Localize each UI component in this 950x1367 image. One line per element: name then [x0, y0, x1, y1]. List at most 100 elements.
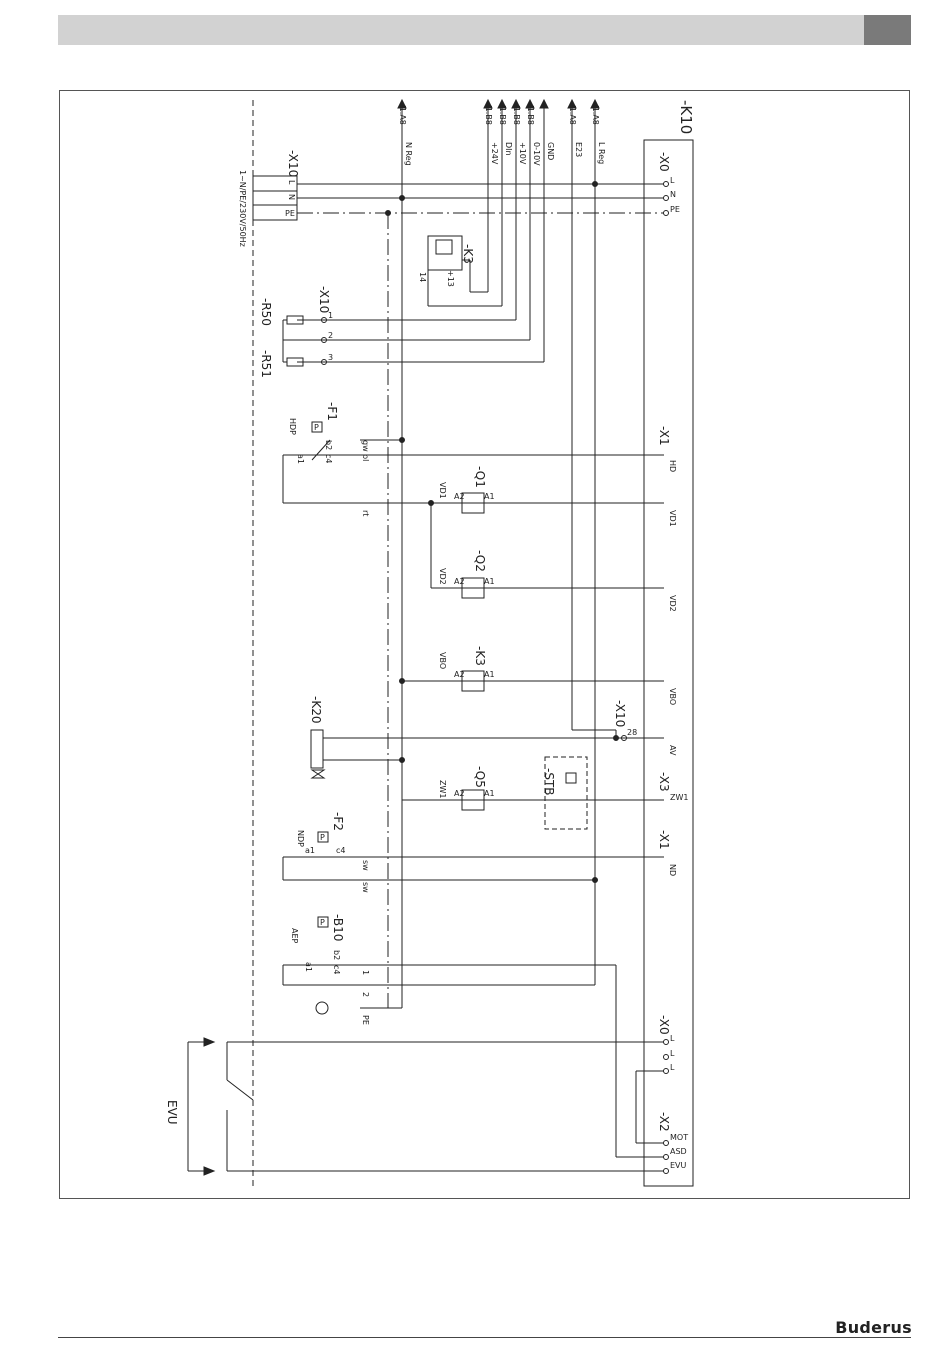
- signal-label: E23: [574, 142, 583, 157]
- footer-rule: [58, 1337, 911, 1338]
- r50-designation: -R50: [259, 298, 273, 326]
- arrow-up-icon: [397, 98, 407, 109]
- terminal-label: ND: [668, 864, 677, 876]
- p-symbol: P: [314, 423, 319, 432]
- arrow-up-icon: [567, 98, 577, 109]
- wire-color-label: sw: [361, 860, 370, 871]
- q5-contactor-coil: [461, 789, 485, 811]
- terminal-label: HD: [668, 460, 677, 472]
- b10-designation: -B10: [331, 914, 345, 941]
- terminal-label: MOT: [670, 1133, 688, 1142]
- b10-pressure-sensor: [317, 916, 329, 928]
- k3-relay-box: [427, 235, 463, 271]
- k10-controller-box: [643, 139, 694, 1187]
- terminal-label: PE: [670, 205, 680, 214]
- arrow-up-icon: [483, 98, 493, 109]
- pin-label: 1: [328, 311, 333, 320]
- ref-label: /1.B8: [526, 104, 535, 125]
- x2-designation: -X2: [657, 1112, 671, 1132]
- f1-pressure-sensor: [311, 421, 323, 433]
- pin-label: +13: [446, 270, 455, 287]
- x10-av-designation: -X10: [613, 700, 627, 727]
- ref-label: /1.B8: [512, 104, 521, 125]
- component-name: VD1: [438, 482, 447, 499]
- q1-contactor-coil: [461, 492, 485, 514]
- terminal-label: ZW1: [670, 793, 688, 802]
- terminal-label: VD2: [668, 595, 677, 612]
- contact-label: a1: [305, 846, 315, 855]
- contact-label: c4: [332, 965, 341, 975]
- f1-designation: -F1: [325, 402, 339, 421]
- arrow-up-icon: [539, 98, 549, 109]
- pin-label: A1: [484, 577, 495, 586]
- pin-label: 3: [328, 353, 333, 362]
- terminal-label: L: [670, 1034, 675, 1043]
- terminal-label: VBO: [668, 688, 677, 705]
- pin-label: 2: [328, 331, 333, 340]
- signal-label: 0-10V: [532, 142, 541, 166]
- arrow-up-icon: [497, 98, 507, 109]
- terminal-label: AV: [668, 745, 677, 756]
- header-bar: [58, 15, 864, 45]
- pin-label: A1: [484, 789, 495, 798]
- p-symbol: P: [320, 918, 325, 927]
- x0-bottom-designation: -X0: [657, 1015, 671, 1035]
- signal-label: N Reg: [404, 142, 413, 166]
- signal-label: +24V: [490, 142, 499, 165]
- pin-label: 14: [418, 272, 427, 282]
- p-symbol: P: [320, 833, 325, 842]
- contact-label: a1: [304, 962, 313, 972]
- arrow-up-icon: [525, 98, 535, 109]
- x10-designation: -X10: [286, 150, 300, 177]
- terminal-label: N: [287, 194, 296, 200]
- k3-designation: -K3: [461, 244, 475, 264]
- contact-label: b2: [324, 440, 333, 450]
- k3-relay-coil: [461, 670, 485, 692]
- signal-label: +10V: [518, 142, 527, 165]
- terminal-label: EVU: [670, 1161, 687, 1170]
- signal-label: DIn: [504, 142, 513, 156]
- terminal-label: L: [287, 180, 296, 185]
- k3-mid-designation: -K3: [473, 646, 487, 666]
- header-page-tab: [864, 15, 911, 45]
- x1-bottom-designation: -X1: [657, 830, 671, 850]
- stb-designation: -STB: [542, 768, 556, 796]
- terminal-label: N: [670, 190, 676, 199]
- contact-label: a1: [296, 454, 305, 464]
- q2-contactor-coil: [461, 577, 485, 599]
- k20-designation: -K20: [309, 696, 323, 723]
- x0-designation: -X0: [657, 152, 671, 172]
- component-name: AEP: [290, 928, 299, 944]
- f2-designation: -F2: [331, 812, 345, 831]
- k20-valve-coil: [310, 729, 324, 769]
- contact-label: c4: [336, 846, 346, 855]
- arrow-up-icon: [511, 98, 521, 109]
- ref-label: /1.A8: [591, 104, 600, 125]
- ref-label: /1.B8: [484, 104, 493, 125]
- pin-label: A2: [454, 789, 465, 798]
- terminal-label: 2: [361, 992, 370, 997]
- pin-label: 28: [627, 728, 637, 737]
- pin-label: A2: [454, 577, 465, 586]
- x3-designation: -X3: [657, 772, 671, 792]
- supply-rating: 1~N/PE/230V/50Hz: [238, 170, 247, 247]
- evu-label: EVU: [165, 1100, 179, 1125]
- ground-icon: [315, 1001, 329, 1015]
- k10-designation: -K10: [677, 100, 695, 134]
- terminal-label: PE: [285, 209, 295, 218]
- component-name: NDP: [296, 830, 305, 847]
- q5-designation: -Q5: [473, 766, 487, 788]
- wire-color-label: sw: [361, 882, 370, 893]
- pin-label: A1: [484, 492, 495, 501]
- diagram-frame: [59, 90, 910, 1199]
- arrow-up-icon: [590, 98, 600, 109]
- contact-label: c4: [324, 454, 333, 464]
- f2-pressure-sensor: [317, 831, 329, 843]
- wire-color-label: rt: [361, 510, 370, 516]
- terminal-label: L: [670, 1063, 675, 1072]
- terminal-label: VD1: [668, 510, 677, 527]
- brand-logo: Buderus: [835, 1318, 912, 1337]
- pin-label: A1: [484, 670, 495, 679]
- q1-designation: -Q1: [473, 466, 487, 488]
